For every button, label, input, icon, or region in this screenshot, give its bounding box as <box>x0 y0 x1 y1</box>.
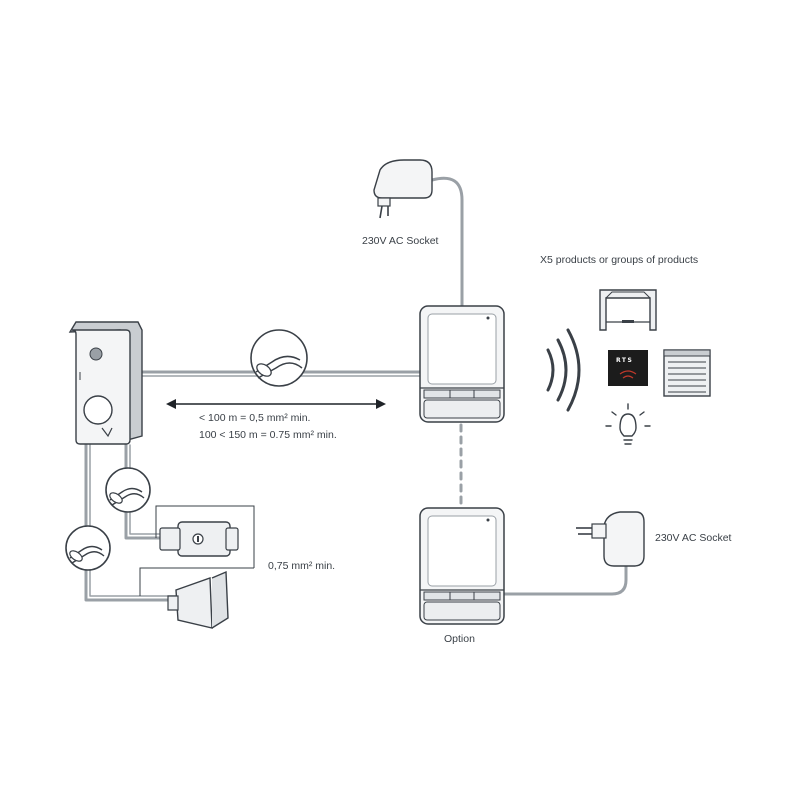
garage-door-icon <box>599 289 657 331</box>
bottom-adapter-cord <box>501 564 628 596</box>
power-adapter-icon-bottom <box>576 511 645 567</box>
video-doorbell-icon <box>68 321 143 445</box>
light-bulb-icon <box>605 403 651 445</box>
gate-wire <box>84 443 180 602</box>
gate-wire-inner <box>89 444 179 597</box>
roller-shutter-icon <box>663 349 711 397</box>
cable-icon-lock <box>105 467 151 513</box>
products-title: X5 products or groups of products <box>540 254 699 266</box>
receiver-box-option-icon <box>419 507 505 625</box>
power-adapter-icon <box>373 159 433 219</box>
cable-spec-line-1: < 100 m = 0,5 mm² min. <box>199 412 311 424</box>
electric-lock-icon <box>159 521 239 557</box>
top-adapter-cord <box>430 176 464 308</box>
option-label: Option <box>444 633 475 645</box>
gate-icon <box>167 570 229 629</box>
wire-spec-bracket-bottom <box>139 567 254 596</box>
wire-spec-label: 0,75 mm² min. <box>268 560 336 572</box>
ac-socket-top-label: 230V AC Socket <box>362 235 439 247</box>
radio-waves-icon <box>546 328 581 412</box>
cable-icon-main <box>250 329 308 387</box>
distance-arrow <box>166 399 386 409</box>
receiver-box-icon <box>419 305 505 423</box>
cable-spec-line-2: 100 < 150 m = 0.75 mm² min. <box>199 429 337 441</box>
rts-logo: RTS <box>608 350 648 386</box>
ac-socket-bottom-label: 230V AC Socket <box>655 532 732 544</box>
wire-spec-bracket-top <box>155 505 255 568</box>
rts-logo-text: RTS <box>616 357 633 364</box>
cable-icon-gate <box>65 525 111 571</box>
